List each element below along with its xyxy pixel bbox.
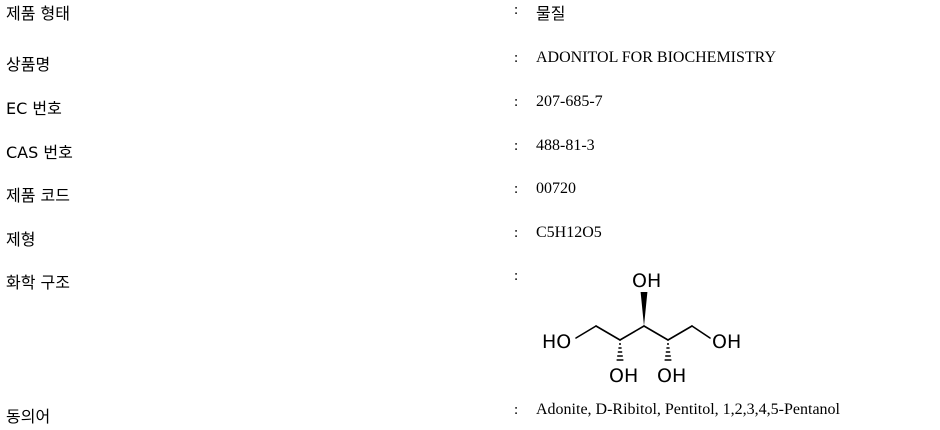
- label-chemical-structure: 화학 구조: [6, 273, 70, 292]
- bond-c5-oh: [691, 325, 711, 339]
- value-trade-name: ADONITOL FOR BIOCHEMISTRY: [536, 49, 777, 66]
- label-bottom-oh-1: OH: [609, 365, 638, 387]
- bond-c3-c4: [643, 325, 669, 341]
- label-top-oh: OH: [632, 270, 661, 292]
- label-cas-number: CAS 번호: [6, 143, 73, 162]
- hash-bond-right: [664, 343, 672, 361]
- label-product-form: 제품 형태: [6, 4, 70, 23]
- separator: :: [514, 268, 519, 284]
- value-ec-number: 207-685-7: [536, 93, 603, 110]
- separator: :: [514, 94, 519, 110]
- bond-c2-c3: [619, 325, 645, 341]
- value-cas-number: 488-81-3: [536, 137, 595, 154]
- separator: :: [514, 2, 519, 18]
- bond-ho-c1: [575, 325, 597, 339]
- label-trade-name: 상품명: [6, 55, 51, 74]
- label-synonyms: 동의어: [6, 407, 51, 426]
- separator: :: [514, 181, 519, 197]
- value-synonyms: Adonite, D-Ribitol, Pentitol, 1,2,3,4,5-…: [536, 401, 840, 418]
- label-left-ho: HO: [542, 331, 571, 353]
- label-right-oh: OH: [712, 331, 741, 353]
- bond-c4-c5: [667, 325, 693, 341]
- value-product-form: 물질: [536, 4, 566, 23]
- label-formula: 제형: [6, 230, 36, 249]
- value-product-code: 00720: [536, 180, 576, 197]
- chemical-structure-image: OH HO OH OH OH: [542, 270, 741, 387]
- hash-bond-left: [616, 343, 624, 361]
- bond-c1-c2: [595, 325, 621, 341]
- separator: :: [514, 138, 519, 154]
- separator: :: [514, 225, 519, 241]
- separator: :: [514, 402, 519, 418]
- label-product-code: 제품 코드: [6, 186, 70, 205]
- value-formula: C5H12O5: [536, 224, 602, 241]
- label-ec-number: EC 번호: [6, 99, 62, 118]
- separator: :: [514, 50, 519, 66]
- wedge-bond-top: [640, 292, 648, 326]
- label-bottom-oh-2: OH: [657, 365, 686, 387]
